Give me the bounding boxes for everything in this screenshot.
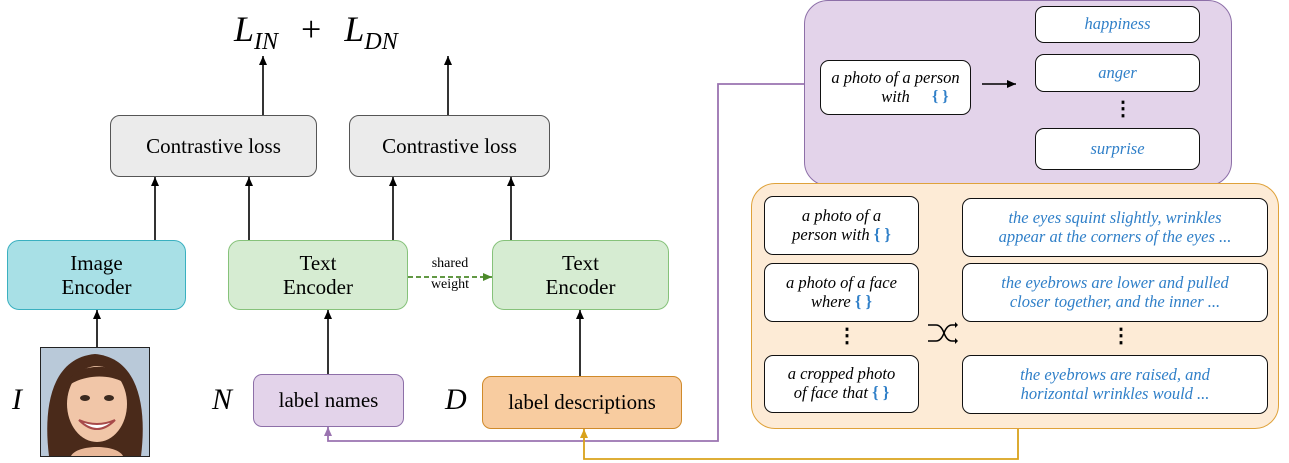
image-symbol: I — [12, 383, 22, 416]
description-surprise: the eyebrows are raised, and horizontal … — [962, 355, 1268, 414]
loss-formula: LIN + LDN — [234, 8, 474, 58]
name-prompt-placeholder: { } — [932, 88, 949, 105]
label-descriptions-box: label descriptions — [482, 376, 682, 429]
description-template-3: a cropped photo of face that { } — [764, 355, 919, 413]
label-surprise: surprise — [1035, 128, 1200, 170]
names-symbol: N — [212, 383, 233, 416]
label-anger: anger — [1035, 54, 1200, 92]
face-photo — [40, 347, 150, 457]
shared-weight-label: shared weight — [430, 256, 470, 292]
placeholder-1: { } — [873, 224, 891, 244]
label-names-box: label names — [253, 374, 404, 427]
placeholder-2: { } — [854, 291, 872, 311]
description-template-2: a photo of a face where { } — [764, 263, 919, 322]
description-anger: the eyebrows are lower and pulled closer… — [962, 263, 1268, 322]
label-happiness: happiness — [1035, 6, 1200, 43]
name-prompt-template: a photo of a person with — [820, 60, 971, 115]
label-ellipsis: ⋮ — [1113, 98, 1133, 120]
description-happiness: the eyes squint slightly, wrinkles appea… — [962, 198, 1268, 257]
placeholder-3: { } — [872, 383, 890, 402]
description-template-1: a photo of a person with { } — [764, 196, 919, 255]
template-ellipsis: ⋮ — [837, 325, 857, 347]
loss-dn-symbol: LDN — [344, 9, 398, 56]
contrastive-loss-box-2: Contrastive loss — [349, 115, 550, 177]
shuffle-icon — [928, 322, 958, 344]
descriptions-symbol: D — [445, 383, 467, 416]
description-ellipsis: ⋮ — [1111, 325, 1131, 347]
plus-sign: + — [301, 9, 322, 49]
contrastive-loss-box-1: Contrastive loss — [110, 115, 317, 177]
loss-in-symbol: LIN — [234, 9, 279, 56]
